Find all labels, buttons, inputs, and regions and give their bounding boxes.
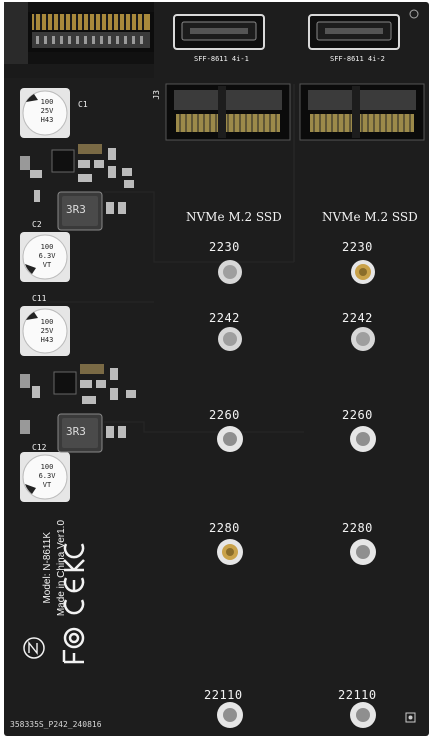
c11-markings: 100 25V H43 [32,318,62,345]
capacitor-c12 [20,452,70,502]
standoff-left-2280-gold [217,539,243,565]
c11-line2: 25V [40,327,54,335]
slot-label-left-2260: 2260 [209,408,240,422]
c12-line3: VT [42,481,52,489]
m2-slot-right [299,83,425,141]
capacitor-c2 [20,232,70,282]
ssd-title-right: NVMe M.2 SSD [322,210,418,224]
hole-left-2260 [217,426,243,452]
slot-label-right-22110: 22110 [338,688,377,702]
inductor-bottom-marking: 3R3 [66,425,86,438]
hole-left-22110 [217,702,243,728]
c11-label: C11 [32,294,47,303]
sff-left-label: SFF-8611 4i-1 [194,55,249,63]
slot-label-left-2230: 2230 [209,240,240,254]
slot-label-right-2260: 2260 [342,408,373,422]
c12-line1: 100 [40,463,54,471]
c2-label: C2 [32,220,42,229]
slot-label-right-2280: 2280 [342,521,373,535]
c1-markings: 100 25V H43 [32,98,62,125]
c12-label: C12 [32,443,47,452]
board-model-text: Model: N-8611K [42,532,53,604]
slot-label-right-2230: 2230 [342,240,373,254]
c11-line1: 100 [40,318,54,326]
j3-label: J3 [152,90,161,100]
inductor-top [57,191,103,231]
ssd-title-left: NVMe M.2 SSD [186,210,282,224]
inductor-top-marking: 3R3 [66,203,86,216]
standoff-left-2230 [218,260,242,284]
sff-8611-port-left [173,14,265,50]
hole-right-2260 [350,426,376,452]
inductor-bottom [57,413,103,453]
slot-label-left-2280: 2280 [209,521,240,535]
pcb-artwork [4,2,425,728]
ce-logo [63,577,85,615]
standoff-right-2242 [351,327,375,351]
c1-label: C1 [78,100,88,109]
hole-right-22110 [350,702,376,728]
sff-8611-port-right [308,14,400,50]
board-made-in-text: Made in China Ver1.0 [56,520,67,617]
certification-logos [62,543,85,664]
sata-connector [4,2,154,78]
fcc-logo [62,627,85,664]
c1-line1: 100 [40,98,54,106]
c12-markings: 100 6.3V VT [32,463,62,490]
c1-line3: H43 [40,116,54,124]
smd-components-top [20,144,134,214]
c2-markings: 100 6.3V VT [32,243,62,270]
c2-line2: 6.3V [38,252,56,260]
kc-logo [63,543,85,572]
nf-logo [23,637,45,659]
m2-slot-left [165,83,291,141]
standoff-right-2230-gold [351,260,375,284]
capacitor-c11 [20,306,70,356]
c11-line3: H43 [40,336,54,344]
slot-label-left-2242: 2242 [209,311,240,325]
hole-right-2280 [350,539,376,565]
slot-label-right-2242: 2242 [342,311,373,325]
pcb-board: SFF-8611 4i-1 SFF-8611 4i-2 J3 NVMe M.2 … [4,2,429,736]
smd-components-bottom [20,364,136,438]
standoff-left-2242 [218,327,242,351]
c2-line1: 100 [40,243,54,251]
sff-right-label: SFF-8611 4i-2 [330,55,385,63]
c12-line2: 6.3V [38,472,56,480]
footer-code: 358335S_P242_240816 [10,720,102,729]
c1-line2: 25V [40,107,54,115]
capacitor-c1 [20,88,70,138]
slot-label-left-22110: 22110 [204,688,243,702]
c2-line3: VT [42,261,52,269]
